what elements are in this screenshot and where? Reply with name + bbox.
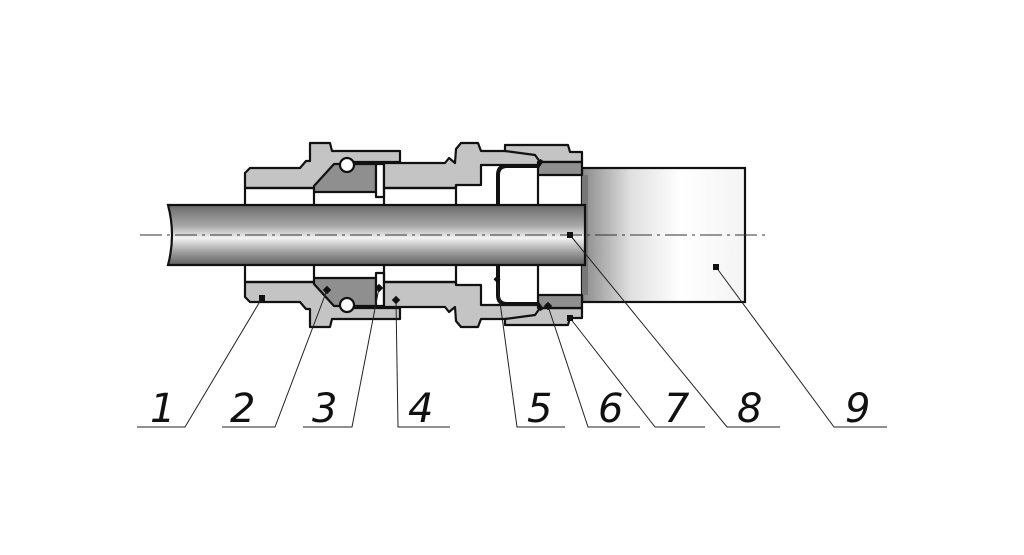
callout-2: 2 <box>230 386 255 432</box>
callout-4: 4 <box>408 386 433 432</box>
callout-5: 5 <box>527 386 552 432</box>
callout-labels: 1 2 3 4 5 6 7 8 9 <box>150 386 870 432</box>
small-pipe <box>166 203 587 267</box>
callout-8: 8 <box>737 386 762 432</box>
callout-1: 1 <box>150 386 175 432</box>
callout-7: 7 <box>664 386 690 432</box>
callout-6: 6 <box>598 386 623 432</box>
leaders <box>137 232 887 428</box>
callout-9: 9 <box>845 386 870 432</box>
callout-3: 3 <box>312 386 337 432</box>
